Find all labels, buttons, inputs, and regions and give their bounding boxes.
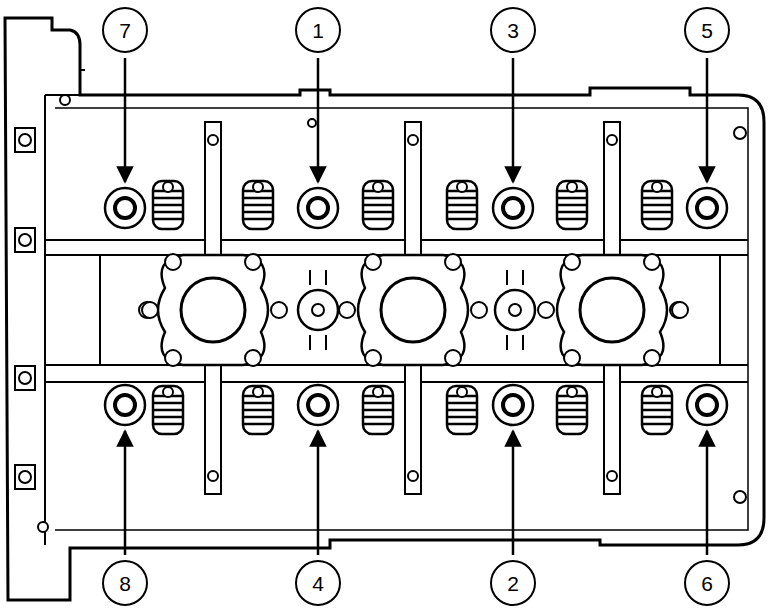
callout-number: 1	[312, 20, 324, 41]
callout-number: 8	[119, 573, 131, 594]
callout-number: 7	[119, 20, 131, 41]
callout-circle: 2	[490, 560, 536, 606]
callout-circle: 8	[102, 560, 148, 606]
callout-circle: 5	[684, 7, 730, 53]
callout-circle: 1	[295, 7, 341, 53]
callout-circle: 7	[102, 7, 148, 53]
callout-number: 5	[701, 20, 713, 41]
callout-number: 3	[507, 20, 519, 41]
callout-number: 4	[312, 573, 324, 594]
callout-circle: 4	[295, 560, 341, 606]
leader-arrow	[125, 58, 707, 555]
callout-circle: 3	[490, 7, 536, 53]
callout-number: 6	[701, 573, 713, 594]
callout-number: 2	[507, 573, 519, 594]
callout-circle: 6	[684, 560, 730, 606]
